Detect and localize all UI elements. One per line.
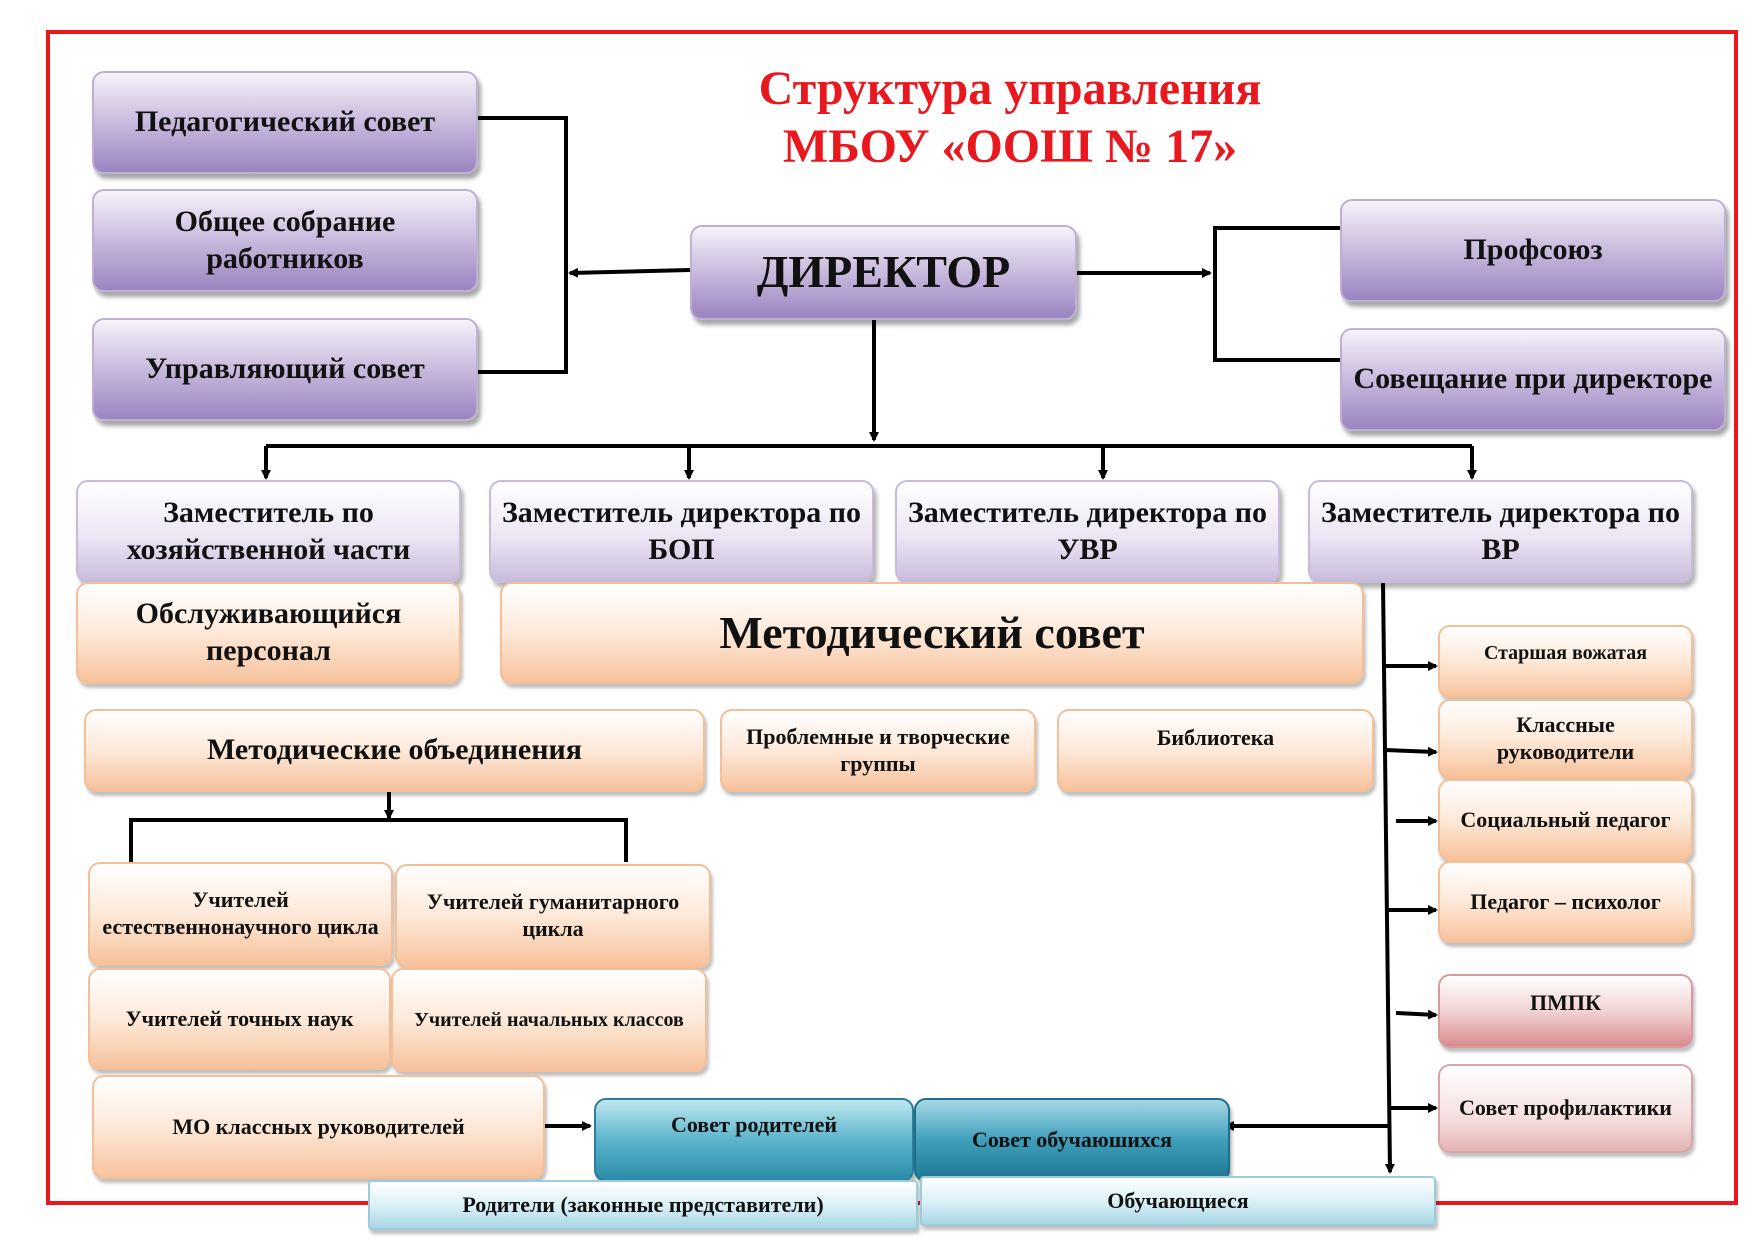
to-pmpk-arrow: [1395, 1009, 1438, 1020]
zam-vr-box: Заместитель директора по ВР: [1308, 480, 1693, 583]
zam-hoz-box: Заместитель по хозяйственной части: [76, 480, 461, 583]
pmpk-box: ПМПК: [1438, 974, 1693, 1048]
sovet-obuch-box: Совет обучаюшихся: [914, 1098, 1230, 1182]
uch-tochn-box: Учителей точных наук: [88, 968, 391, 1070]
title-line-2: МБОУ «ООШ № 17»: [782, 120, 1238, 173]
right-bracket-line: [1213, 226, 1340, 362]
obuchayushiesya-box: Обучающиеся: [920, 1176, 1436, 1226]
starshaya-vozh-box: Старшая вожатая: [1438, 625, 1693, 698]
soveshanie-box: Совещание при директоре: [1340, 328, 1726, 431]
sovet-roditeley-box: Совет родителей: [594, 1098, 914, 1182]
biblioteka-box: Библиотека: [1057, 709, 1374, 792]
upr-sovet-box: Управляющий совет: [92, 318, 478, 421]
vr-vertical-line: [1381, 581, 1395, 1174]
profsoyuz-box: Профсоюз: [1340, 199, 1726, 302]
roditeli-box: Родители (законные представители): [368, 1180, 918, 1230]
problem-groups-box: Проблемные и творческие группы: [720, 709, 1036, 792]
mo-klass-box: МО классных руководителей: [92, 1075, 545, 1179]
sovet-prof-box: Совет профилактики: [1438, 1064, 1693, 1153]
director-box: ДИРЕКТОР: [690, 225, 1077, 320]
left-bracket-line: [478, 116, 568, 374]
obshee-sobranie-box: Общее собрание работников: [92, 189, 478, 292]
uch-nach-box: Учителей начальных классов: [391, 968, 707, 1072]
ped-psih-box: Педагог – психолог: [1438, 861, 1693, 943]
page-title: Структура управления МБОУ «ООШ № 17»: [700, 60, 1320, 176]
to-klass-ruk-arrow: [1384, 746, 1438, 757]
zam-bop-box: Заместитель директора по БОП: [489, 480, 874, 583]
metod-sovet-box: Методический совет: [500, 582, 1364, 684]
zam-uvr-box: Заместитель директора по УВР: [895, 480, 1280, 583]
mo-bracket-line: [129, 818, 628, 862]
soc-ped-box: Социальный педагог: [1438, 779, 1693, 861]
director-to-councils-arrow: [568, 267, 691, 278]
metod-obed-box: Методические объединения: [84, 709, 705, 792]
title-line-1: Структура управления: [758, 62, 1262, 115]
klass-ruk-box: Классные руководители: [1438, 699, 1693, 779]
ped-sovet-box: Педагогический совет: [92, 71, 478, 174]
obsl-personal-box: Обслуживающийся персонал: [76, 582, 461, 684]
uch-estestv-box: Учителей естественнонаучного цикла: [88, 862, 393, 966]
uch-gum-box: Учителей гуманитарного цикла: [395, 864, 711, 968]
